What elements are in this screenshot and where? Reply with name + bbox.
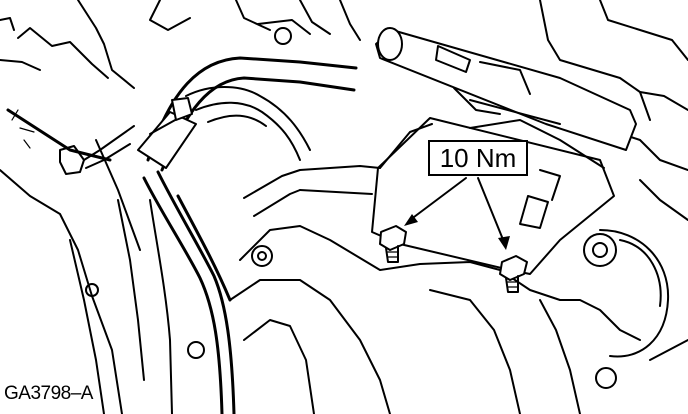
hoses <box>137 56 358 414</box>
engine-block-lower <box>187 179 688 414</box>
leader-arrows <box>404 177 510 250</box>
coolant-tube <box>375 27 637 151</box>
figure-id-label: GA3798–A <box>4 383 93 404</box>
bolt-left <box>379 225 407 263</box>
bolt-right <box>499 255 528 293</box>
torque-spec-label: 10 Nm <box>428 140 528 176</box>
engine-casting-left <box>0 17 145 414</box>
upper-housing <box>77 0 688 171</box>
